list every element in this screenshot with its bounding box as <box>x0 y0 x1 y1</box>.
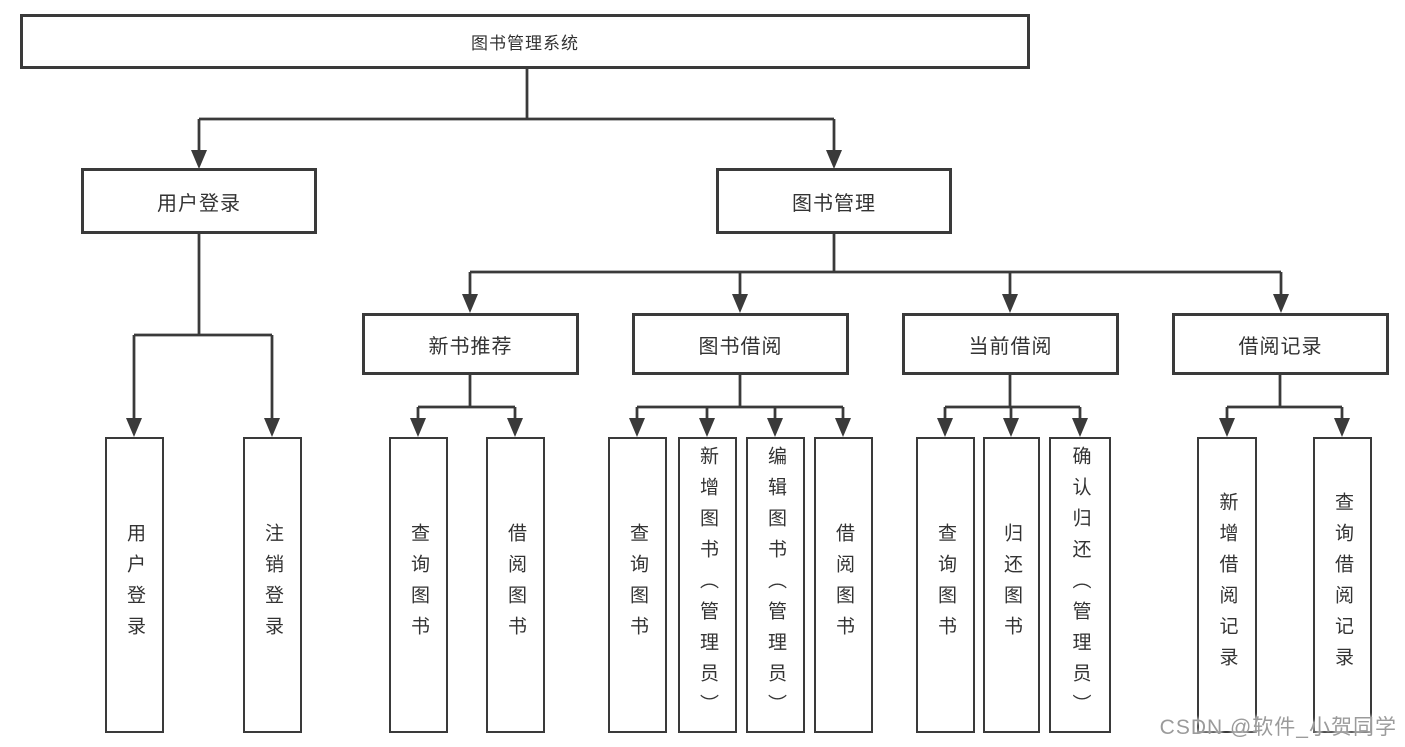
connector-root-to-level2 <box>191 68 842 169</box>
node-current-borrowing: 当前借阅 <box>902 313 1119 375</box>
leaf-nbr-borrow-books: 借阅图书 <box>486 437 545 733</box>
node-library-management-system: 图书管理系统 <box>20 14 1030 69</box>
leaf-cb-query-books: 查询图书 <box>916 437 975 733</box>
leaf-br-add-borrow-record: 新增借阅记录 <box>1197 437 1257 733</box>
connector-user-login-to-leaves <box>126 234 280 437</box>
node-borrowing-records: 借阅记录 <box>1172 313 1389 375</box>
leaf-bb-edit-books-admin: 编辑图书（管理员） <box>746 437 805 733</box>
leaf-cb-return-books: 归还图书 <box>983 437 1040 733</box>
node-user-login: 用户登录 <box>81 168 317 234</box>
node-book-management: 图书管理 <box>716 168 952 234</box>
connector-new-book-recommend-to-leaves <box>410 375 523 437</box>
node-new-book-recommend: 新书推荐 <box>362 313 579 375</box>
leaf-cb-confirm-return-admin: 确认归还（管理员） <box>1049 437 1111 733</box>
leaf-bb-borrow-books: 借阅图书 <box>814 437 873 733</box>
connector-current-borrowing-to-leaves <box>937 375 1088 437</box>
connector-borrowing-records-to-leaves <box>1219 375 1350 437</box>
connector-book-borrowing-to-leaves <box>629 375 851 437</box>
leaf-user-login: 用户登录 <box>105 437 164 733</box>
leaf-bb-query-books: 查询图书 <box>608 437 667 733</box>
connector-book-management-to-level3 <box>462 234 1289 313</box>
csdn-watermark: CSDN @软件_小贺同学 <box>1159 716 1397 739</box>
leaf-logout-login: 注销登录 <box>243 437 302 733</box>
leaf-br-query-borrow-record: 查询借阅记录 <box>1313 437 1372 733</box>
leaf-nbr-query-books: 查询图书 <box>389 437 448 733</box>
leaf-bb-add-books-admin: 新增图书（管理员） <box>678 437 737 733</box>
node-book-borrowing: 图书借阅 <box>632 313 849 375</box>
